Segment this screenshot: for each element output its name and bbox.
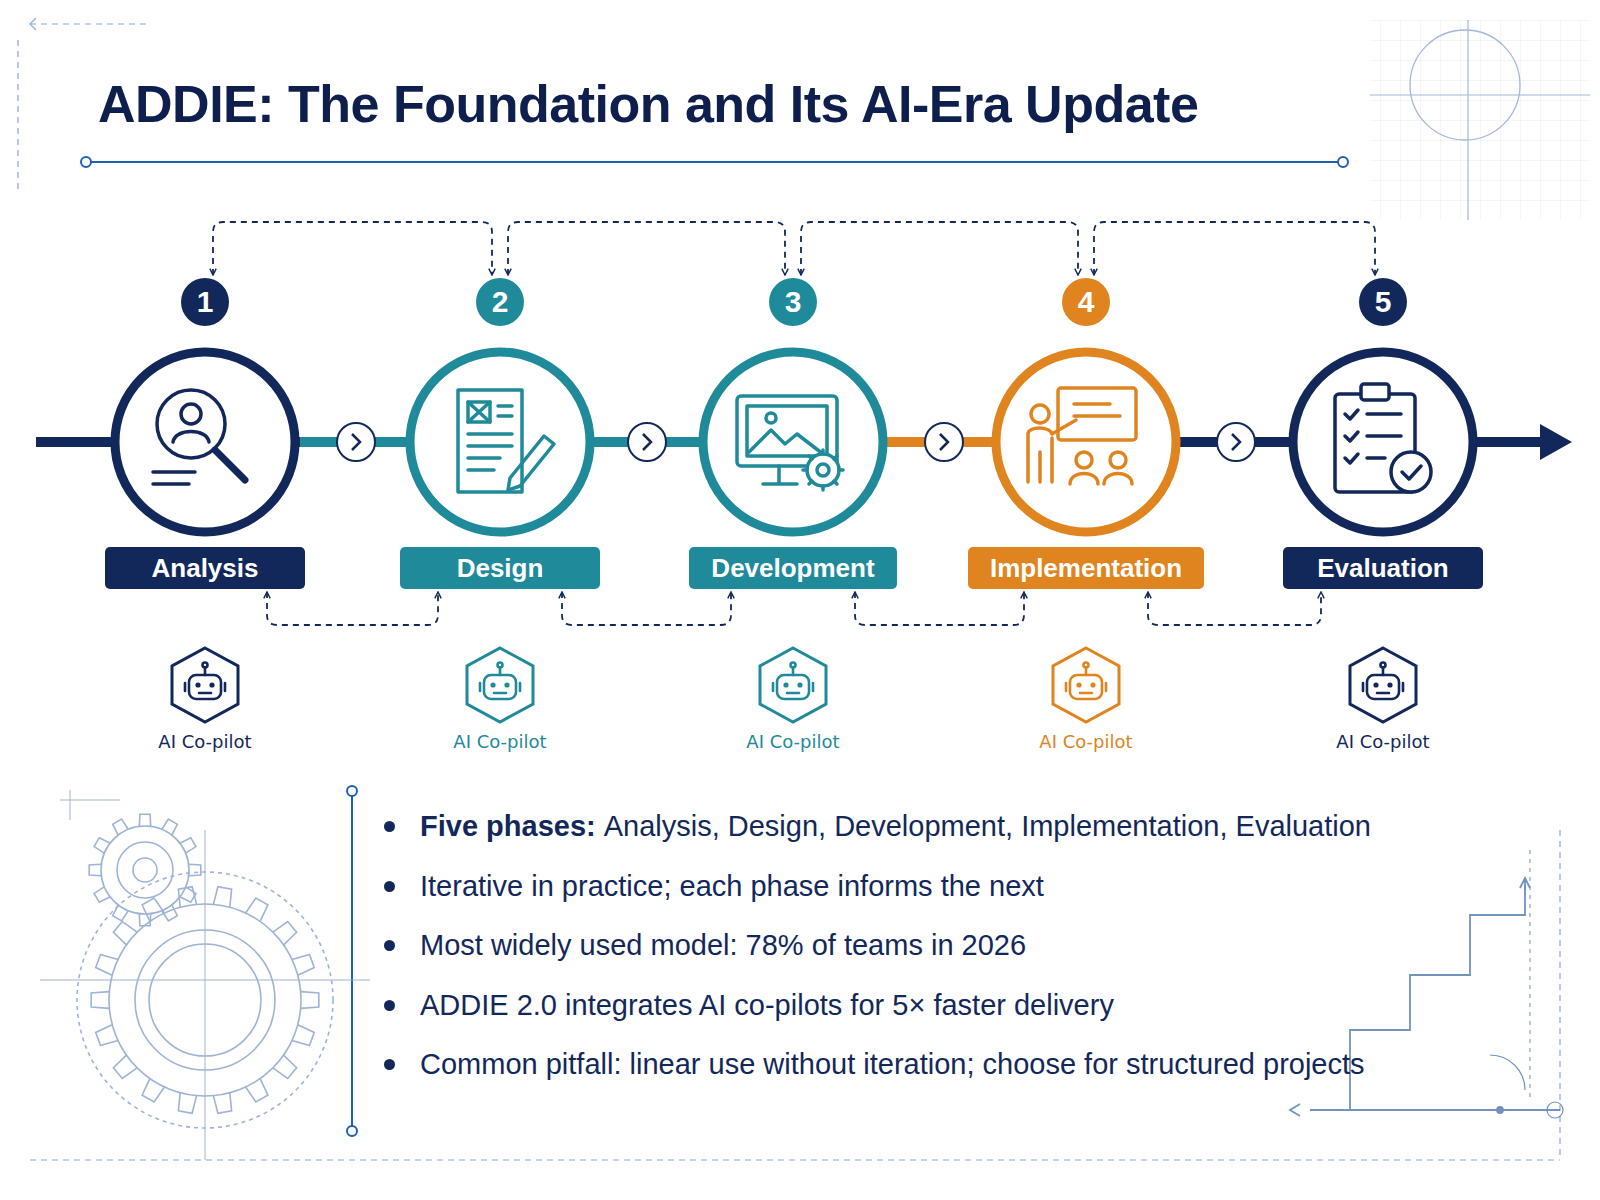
development-icon <box>737 396 843 490</box>
hexagon-outline <box>463 645 537 725</box>
bullet-text-wrap: Iterative in practice; each phase inform… <box>420 868 1044 904</box>
bullet-row: Common pitfall: linear use without itera… <box>382 1046 1562 1106</box>
analysis-icon <box>153 390 245 484</box>
feedback-connector <box>1148 592 1321 625</box>
feedback-connector <box>508 222 785 275</box>
step-number: 5 <box>1375 285 1392 319</box>
bullet-text: Common pitfall: linear use without itera… <box>420 1048 1365 1080</box>
step-number-badge: 5 <box>1359 278 1407 326</box>
phase-label: Analysis <box>105 547 305 589</box>
step-number-badge: 1 <box>181 278 229 326</box>
bullet-text: Iterative in practice; each phase inform… <box>420 870 1044 902</box>
phase-label: Implementation <box>968 547 1204 589</box>
bullet-text-wrap: Most widely used model: 78% of teams in … <box>420 927 1026 963</box>
step-number-badge: 2 <box>476 278 524 326</box>
gear-drawing <box>40 790 370 1160</box>
design-icon <box>458 390 554 492</box>
bullet-dot <box>384 1059 395 1070</box>
bullet-text-wrap: ADDIE 2.0 integrates AI co-pilots for 5×… <box>420 987 1114 1023</box>
bullet-row: ADDIE 2.0 integrates AI co-pilots for 5×… <box>382 987 1562 1047</box>
bullet-row: Five phases:Analysis, Design, Developmen… <box>382 808 1562 868</box>
copilot-label: AI Co-pilot <box>746 731 839 752</box>
step-number: 1 <box>197 285 214 319</box>
bullet-text: ADDIE 2.0 integrates AI co-pilots for 5×… <box>420 989 1114 1021</box>
phase-name: Design <box>457 553 544 584</box>
phase-label: Design <box>400 547 600 589</box>
step-number: 4 <box>1078 285 1095 319</box>
ai-copilot-badge: AI Co-pilot <box>440 645 560 752</box>
bullet-row: Most widely used model: 78% of teams in … <box>382 927 1562 987</box>
blueprint-grid <box>1370 20 1590 220</box>
evaluation-icon <box>1335 384 1431 492</box>
copilot-label: AI Co-pilot <box>158 731 251 752</box>
hexagon-outline <box>168 645 242 725</box>
bullet-text: Most widely used model: 78% of teams in … <box>420 929 1026 961</box>
step-number-badge: 3 <box>769 278 817 326</box>
bullet-row: Iterative in practice; each phase inform… <box>382 868 1562 928</box>
phase-label: Evaluation <box>1283 547 1483 589</box>
copilot-label: AI Co-pilot <box>1039 731 1132 752</box>
phase-name: Development <box>711 553 874 584</box>
bullet-dot <box>384 881 395 892</box>
feedback-connector <box>267 592 438 625</box>
blueprint-frame <box>18 18 1560 1160</box>
feedback-connector <box>562 592 731 625</box>
feedback-connector <box>1094 222 1375 275</box>
feedback-connector <box>801 222 1078 275</box>
implementation-icon <box>1028 388 1136 484</box>
bullet-text: Analysis, Design, Development, Implement… <box>604 810 1371 842</box>
ai-copilot-badge: AI Co-pilot <box>1026 645 1146 752</box>
ai-copilot-badge: AI Co-pilot <box>1323 645 1443 752</box>
copilot-label: AI Co-pilot <box>453 731 546 752</box>
step-number: 2 <box>492 285 509 319</box>
bullet-dot <box>384 821 395 832</box>
ai-copilot-badge: AI Co-pilot <box>733 645 853 752</box>
step-number-badge: 4 <box>1062 278 1110 326</box>
phase-circle <box>115 352 1473 532</box>
ai-copilot-badge: AI Co-pilot <box>145 645 265 752</box>
phase-name: Implementation <box>990 553 1182 584</box>
step-number: 3 <box>785 285 802 319</box>
hexagon-outline <box>1049 645 1123 725</box>
bullet-lead: Five phases: <box>420 810 596 842</box>
feedback-connector <box>855 592 1024 625</box>
phase-name: Evaluation <box>1317 553 1448 584</box>
hexagon-outline <box>756 645 830 725</box>
phase-label: Development <box>689 547 896 589</box>
bullet-list: Five phases:Analysis, Design, Developmen… <box>382 808 1562 1106</box>
panel-bracket <box>347 786 357 1136</box>
hexagon-outline <box>1346 645 1420 725</box>
phase-name: Analysis <box>152 553 259 584</box>
bullet-dot <box>384 1000 395 1011</box>
copilot-label: AI Co-pilot <box>1336 731 1429 752</box>
feedback-connector <box>213 222 492 275</box>
bullet-dot <box>384 940 395 951</box>
bullet-text-wrap: Five phases:Analysis, Design, Developmen… <box>420 808 1371 844</box>
diagram-title: ADDIE: The Foundation and Its AI-Era Upd… <box>98 74 1198 134</box>
title-underline <box>81 157 1348 167</box>
bullet-text-wrap: Common pitfall: linear use without itera… <box>420 1046 1365 1082</box>
